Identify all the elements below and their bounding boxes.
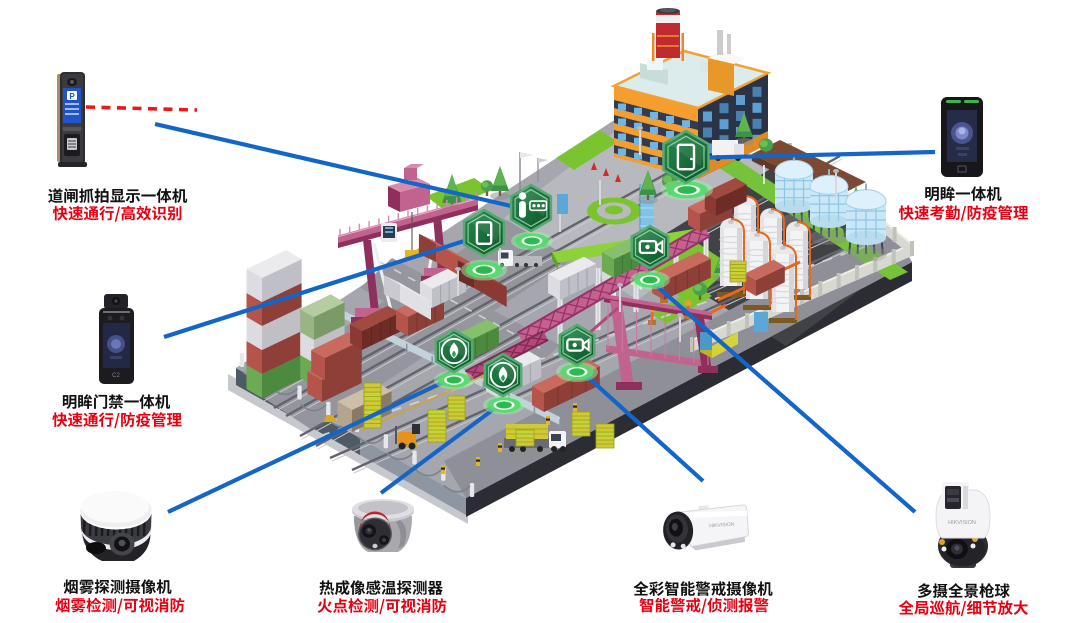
svg-text:HIKVISION: HIKVISION — [948, 520, 976, 526]
svg-text:HIKVISION: HIKVISION — [709, 522, 735, 530]
svg-text:C2: C2 — [112, 373, 120, 379]
svg-text:P: P — [69, 92, 75, 101]
